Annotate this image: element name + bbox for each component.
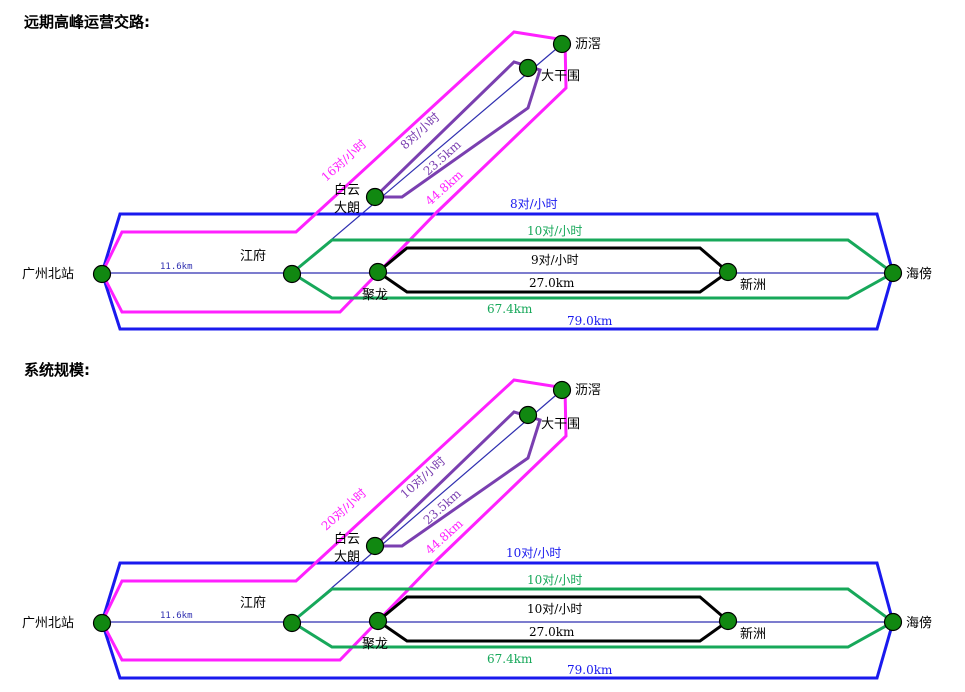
station-node — [718, 262, 738, 282]
station-label: 沥滘 — [575, 383, 601, 398]
station-node — [518, 405, 538, 425]
station-label: 海傍 — [906, 615, 932, 631]
green-distance: 67.4km — [487, 652, 533, 666]
magenta-route — [100, 30, 568, 314]
station-label: 江府 — [240, 596, 266, 611]
station-node — [552, 34, 572, 54]
station-label: 新洲 — [740, 277, 766, 293]
station-node — [883, 263, 903, 283]
station-label: 新洲 — [740, 626, 766, 642]
black-frequency: 9对/小时 — [531, 253, 579, 267]
station-node — [368, 611, 388, 631]
black-distance: 27.0km — [529, 625, 575, 639]
green-frequency: 10对/小时 — [527, 224, 582, 238]
purple-route — [371, 60, 542, 199]
purple-route — [371, 410, 542, 548]
panel-1: 远期高峰运营交路: 广州北站 江府 白云 大朗 大干围 沥滘 聚龙 新洲 海傍 — [22, 13, 932, 331]
station-label: 广州北站 — [22, 616, 74, 631]
black-distance: 27.0km — [529, 276, 575, 290]
magenta-route — [100, 378, 568, 662]
panel-title: 系统规模: — [24, 361, 90, 379]
station-label: 海傍 — [906, 266, 932, 282]
station-node — [92, 264, 112, 284]
station-node — [718, 611, 738, 631]
station-label: 广州北站 — [22, 267, 74, 282]
station-node — [365, 536, 385, 556]
station-label: 大朗 — [334, 550, 360, 565]
station-label: 白云 — [334, 531, 360, 547]
panel-2: 系统规模: 广州北站 江府 白云 大朗 大干围 沥滘 聚龙 新洲 海傍 10对/… — [22, 361, 932, 680]
station-node — [368, 262, 388, 282]
station-node — [883, 612, 903, 632]
station-node — [365, 187, 385, 207]
branch-track — [291, 43, 563, 274]
station-label: 大朗 — [334, 201, 360, 216]
blue-frequency: 8对/小时 — [510, 197, 558, 211]
blue-distance: 79.0km — [567, 663, 613, 677]
magenta-frequency: 16对/小时 — [319, 137, 369, 184]
main-distance: 11.6km — [160, 262, 193, 272]
panel-title: 远期高峰运营交路: — [24, 13, 150, 31]
station-label: 大干围 — [541, 417, 580, 432]
station-node — [282, 613, 302, 633]
green-frequency: 10对/小时 — [527, 573, 582, 587]
blue-frequency: 10对/小时 — [506, 546, 561, 560]
station-node — [282, 264, 302, 284]
station-label: 江府 — [240, 249, 266, 264]
black-frequency: 10对/小时 — [527, 602, 582, 616]
branch-track — [291, 389, 563, 623]
blue-distance: 79.0km — [567, 314, 613, 328]
station-node — [518, 58, 538, 78]
station-label: 沥滘 — [575, 37, 601, 52]
magenta-frequency: 20对/小时 — [319, 486, 369, 533]
green-distance: 67.4km — [487, 302, 533, 316]
station-label: 聚龙 — [362, 288, 388, 303]
station-label: 大干围 — [541, 69, 580, 84]
main-distance: 11.6km — [160, 611, 193, 621]
station-label: 白云 — [334, 182, 360, 198]
station-node — [552, 380, 572, 400]
station-node — [92, 613, 112, 633]
station-label: 聚龙 — [362, 637, 388, 652]
